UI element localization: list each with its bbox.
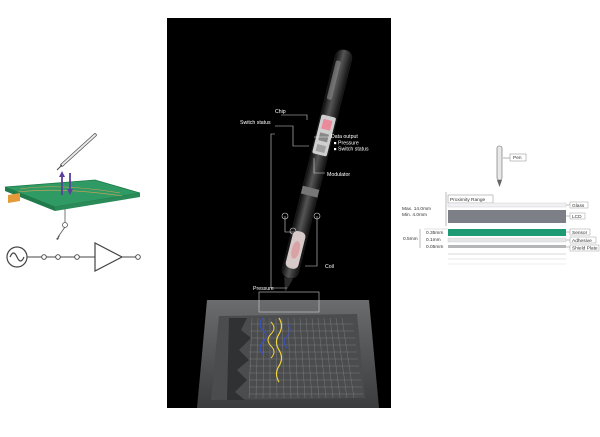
label-modulator: Modulator (327, 172, 350, 178)
pen-icon (496, 145, 503, 187)
coil-trace-yellow (275, 317, 283, 383)
label-sensor: Sensor (572, 230, 588, 236)
label-d2: 0.1mm (426, 237, 441, 243)
label-switch-status: Switch status (240, 120, 271, 126)
label-glass: Glass (572, 203, 585, 209)
label-d3: 0.05mm (426, 244, 443, 250)
label-d1: 0.35mm (426, 230, 443, 236)
shield-plate-layer (448, 245, 566, 248)
coil-icon (291, 241, 301, 259)
chip-icon (321, 118, 333, 131)
amplifier-icon (94, 242, 124, 272)
label-chip: Chip (275, 109, 286, 115)
label-data-output: Data output (331, 134, 358, 140)
pen-tablet-illustration-panel: Chip Switch status Data output Pressure … (167, 18, 391, 408)
tablet (197, 300, 379, 408)
left-schematic-panel (0, 125, 150, 295)
pen-tablet-illustration: Chip Switch status Data output Pressure … (197, 49, 379, 408)
adhesive-layer (447, 237, 567, 243)
label-total-thickness: 0.5mm (403, 236, 418, 242)
layer-cross-section-panel: Pen Max. 14.0mm Min. 4.0mm Proximity Ran… (398, 140, 600, 290)
left-schematic (4, 133, 141, 272)
label-lcd: LCD (572, 214, 582, 220)
glass-layer (447, 202, 567, 208)
ac-source-icon (6, 246, 28, 268)
label-shield-plate: Shield Plate (572, 246, 598, 252)
label-data-switch-status: Switch status (338, 147, 369, 153)
coil-trace-blue (259, 317, 267, 355)
label-pen: Pen (513, 155, 522, 161)
label-proximity-range: Proximity Range (450, 197, 486, 203)
label-min: Min. 4.0mm (402, 212, 427, 218)
sensor-layer (448, 229, 566, 236)
label-adhesive: Adhesive (572, 238, 592, 244)
label-max: Max. 14.0mm (402, 206, 431, 212)
pen (281, 49, 353, 293)
connector-tab (8, 193, 20, 203)
green-circuit-board (4, 179, 141, 208)
label-pressure: Pressure (253, 286, 274, 292)
stylus-icon (56, 133, 97, 171)
label-data-pressure: Pressure (338, 141, 359, 147)
label-coil: Coil (325, 264, 334, 270)
layer-cross-section: Pen Max. 14.0mm Min. 4.0mm Proximity Ran… (402, 145, 600, 265)
induction-arrows (59, 171, 73, 195)
sensor-grid (248, 317, 363, 399)
lcd-layer (448, 210, 566, 223)
